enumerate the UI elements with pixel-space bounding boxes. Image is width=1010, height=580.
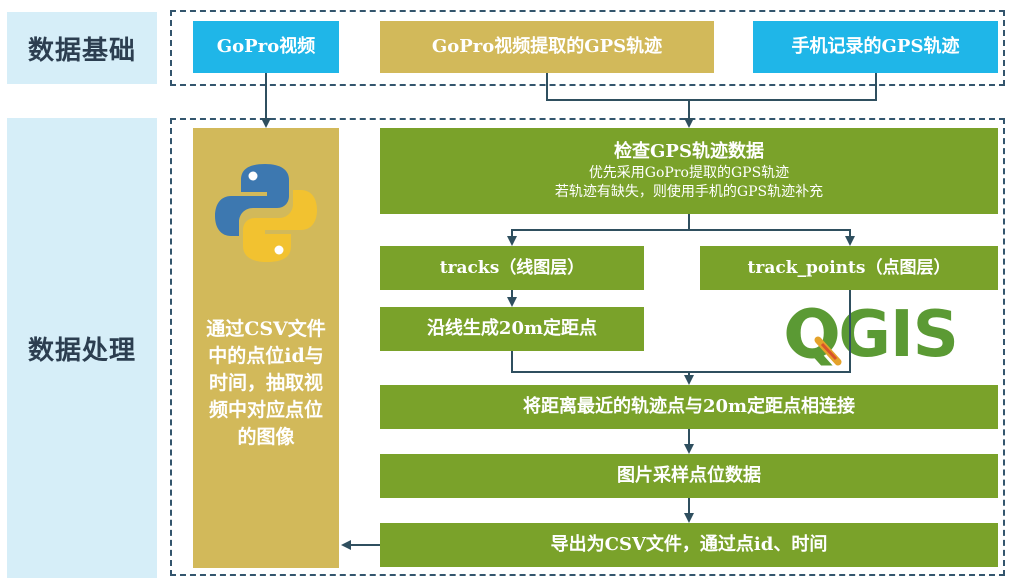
tracks-box: tracks（线图层）	[380, 246, 644, 290]
sample-box: 图片采样点位数据	[380, 454, 998, 498]
section-label-basis: 数据基础	[7, 12, 157, 84]
generate-points-box: 沿线生成20m定距点	[380, 307, 644, 351]
python-logo-icon	[215, 164, 317, 262]
arrow-check-to-points	[689, 229, 855, 246]
basis-frame	[170, 10, 1005, 86]
section-label-processing: 数据处理	[7, 118, 157, 578]
check-gps-title: 检查GPS轨迹数据	[614, 141, 764, 163]
processing-frame	[170, 118, 1005, 576]
line-phone-gps-merge	[689, 73, 877, 101]
line-gopro-gps-merge	[546, 73, 689, 101]
connect-box: 将距离最近的轨迹点与20m定距点相连接	[380, 385, 998, 429]
gopro-video-box: GoPro视频	[193, 21, 339, 73]
extract-images-box: 通过CSV文件中的点位id与时间，抽取视频中对应点位的图像	[193, 128, 339, 568]
export-box: 导出为CSV文件，通过点id、时间	[380, 523, 998, 567]
check-gps-line-1: 优先采用GoPro提取的GPS轨迹	[588, 165, 790, 181]
track-points-box: track_points（点图层）	[700, 246, 998, 290]
extract-images-text: 通过CSV文件中的点位id与时间，抽取视频中对应点位的图像	[206, 318, 326, 448]
check-gps-box: 检查GPS轨迹数据 优先采用GoPro提取的GPS轨迹 若轨迹有缺失，则使用手机…	[380, 128, 998, 214]
gopro-gps-box: GoPro视频提取的GPS轨迹	[380, 21, 714, 73]
qgis-emblem-icon	[786, 307, 842, 366]
check-gps-line-2: 若轨迹有缺失，则使用手机的GPS轨迹补充	[554, 183, 824, 200]
arrow-check-to-tracks	[507, 229, 689, 246]
phone-gps-box: 手机记录的GPS轨迹	[753, 21, 998, 73]
line-points-merge	[689, 290, 851, 373]
line-generate-merge	[511, 351, 689, 373]
